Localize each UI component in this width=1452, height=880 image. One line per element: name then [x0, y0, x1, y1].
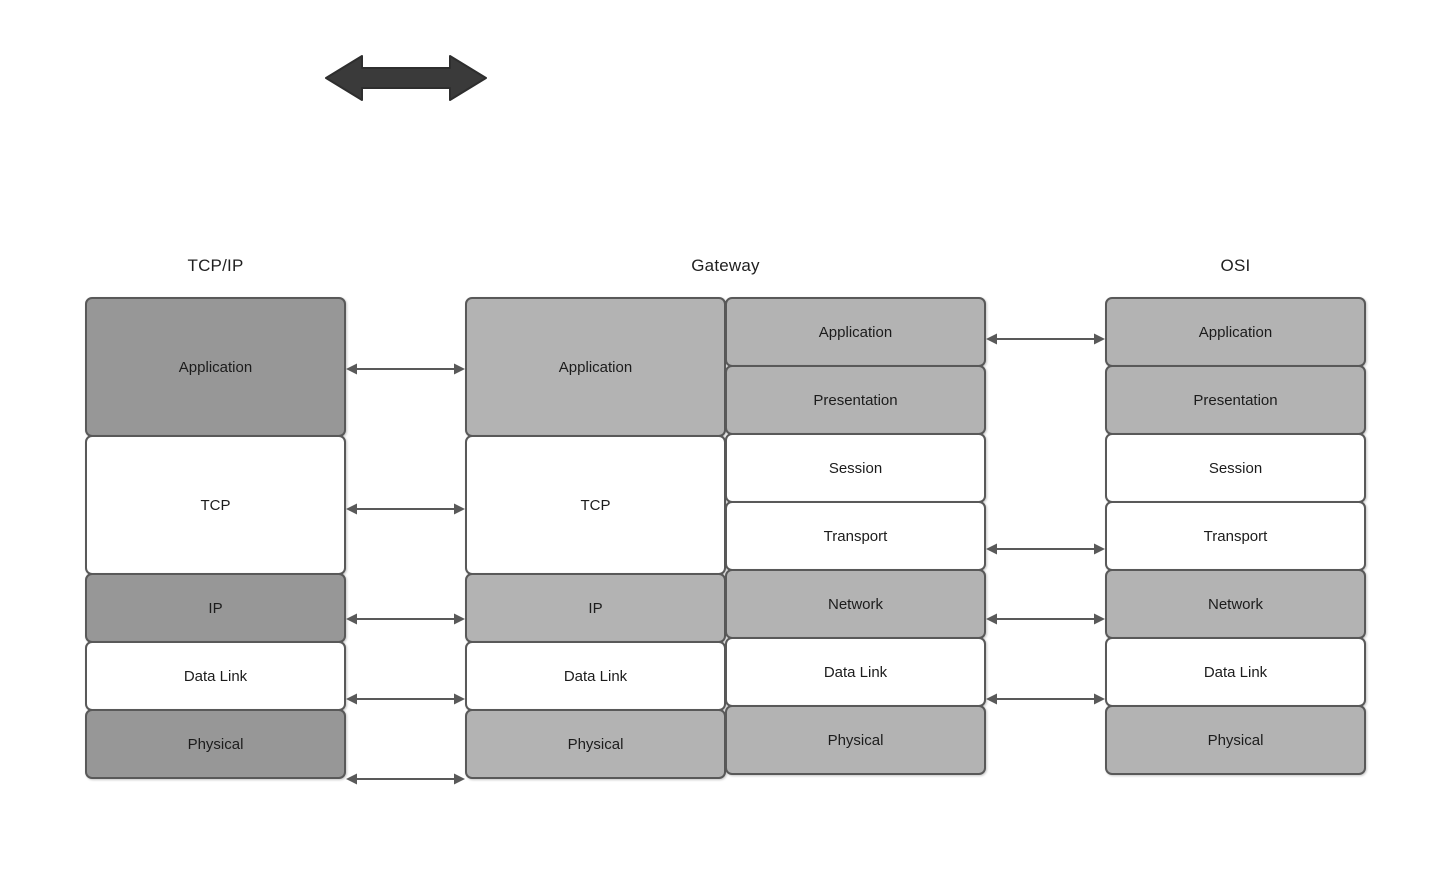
- layer-box-osi-physical[interactable]: Physical: [1105, 705, 1366, 775]
- layer-label: Data Link: [823, 663, 888, 681]
- layer-label: Application: [178, 358, 253, 376]
- layer-label: Session: [1208, 459, 1263, 477]
- layer-box-osi-session[interactable]: Session: [1105, 433, 1366, 503]
- layer-label: Data Link: [1203, 663, 1268, 681]
- layer-box-tcpip-data-link[interactable]: Data Link: [85, 641, 346, 711]
- layer-box-gateway-right-data-link[interactable]: Data Link: [725, 637, 986, 707]
- layer-box-gateway-left-ip[interactable]: IP: [465, 573, 726, 643]
- column-header-gateway: Gateway: [691, 256, 760, 275]
- layer-box-gateway-right-physical[interactable]: Physical: [725, 705, 986, 775]
- column-header-tcpip: TCP/IP: [187, 256, 244, 275]
- layer-label: Transport: [1203, 527, 1268, 545]
- layer-box-osi-presentation[interactable]: Presentation: [1105, 365, 1366, 435]
- layer-label: Physical: [187, 735, 244, 753]
- layer-label: Physical: [567, 735, 624, 753]
- connector-arrow-application: [346, 362, 465, 376]
- layer-box-gateway-right-session[interactable]: Session: [725, 433, 986, 503]
- connector-arrow-physical: [346, 772, 465, 786]
- connector-arrow-data-link: [986, 692, 1105, 706]
- layer-label: TCP: [200, 496, 231, 514]
- layer-box-gateway-left-data-link[interactable]: Data Link: [465, 641, 726, 711]
- layer-box-tcpip-application[interactable]: Application: [85, 297, 346, 437]
- column-header-osi: OSI: [1220, 256, 1251, 275]
- layer-label: TCP: [580, 496, 611, 514]
- layer-label: Application: [1198, 323, 1273, 341]
- layer-box-gateway-left-application[interactable]: Application: [465, 297, 726, 437]
- connector-arrow-transport: [986, 542, 1105, 556]
- layer-box-tcpip-ip[interactable]: IP: [85, 573, 346, 643]
- layer-label: IP: [208, 599, 223, 617]
- layer-box-gateway-right-application[interactable]: Application: [725, 297, 986, 367]
- layer-label: Network: [1207, 595, 1263, 613]
- layer-label: Network: [827, 595, 883, 613]
- layer-box-osi-data-link[interactable]: Data Link: [1105, 637, 1366, 707]
- layer-box-tcpip-physical[interactable]: Physical: [85, 709, 346, 779]
- layer-label: Physical: [827, 731, 884, 749]
- layer-label: Data Link: [183, 667, 248, 685]
- layer-box-gateway-left-tcp[interactable]: TCP: [465, 435, 726, 575]
- layer-label: Presentation: [1193, 391, 1278, 409]
- layer-box-tcpip-tcp[interactable]: TCP: [85, 435, 346, 575]
- layer-box-osi-transport[interactable]: Transport: [1105, 501, 1366, 571]
- layer-label: Transport: [823, 527, 888, 545]
- layer-label: Presentation: [813, 391, 898, 409]
- layer-label: Application: [818, 323, 893, 341]
- layer-box-gateway-right-network[interactable]: Network: [725, 569, 986, 639]
- layer-box-gateway-left-physical[interactable]: Physical: [465, 709, 726, 779]
- connector-arrow-tcp: [346, 502, 465, 516]
- connector-arrow-ip: [346, 612, 465, 626]
- layer-box-osi-application[interactable]: Application: [1105, 297, 1366, 367]
- layer-box-gateway-right-transport[interactable]: Transport: [725, 501, 986, 571]
- layer-label: Application: [558, 358, 633, 376]
- layer-box-gateway-right-presentation[interactable]: Presentation: [725, 365, 986, 435]
- bidirectional-arrow-icon: [322, 50, 490, 106]
- connector-arrow-application: [986, 332, 1105, 346]
- layer-label: Session: [828, 459, 883, 477]
- layer-label: Data Link: [563, 667, 628, 685]
- layer-label: Physical: [1207, 731, 1264, 749]
- connector-arrow-network: [986, 612, 1105, 626]
- layer-box-osi-network[interactable]: Network: [1105, 569, 1366, 639]
- layer-label: IP: [588, 599, 603, 617]
- connector-arrow-data-link: [346, 692, 465, 706]
